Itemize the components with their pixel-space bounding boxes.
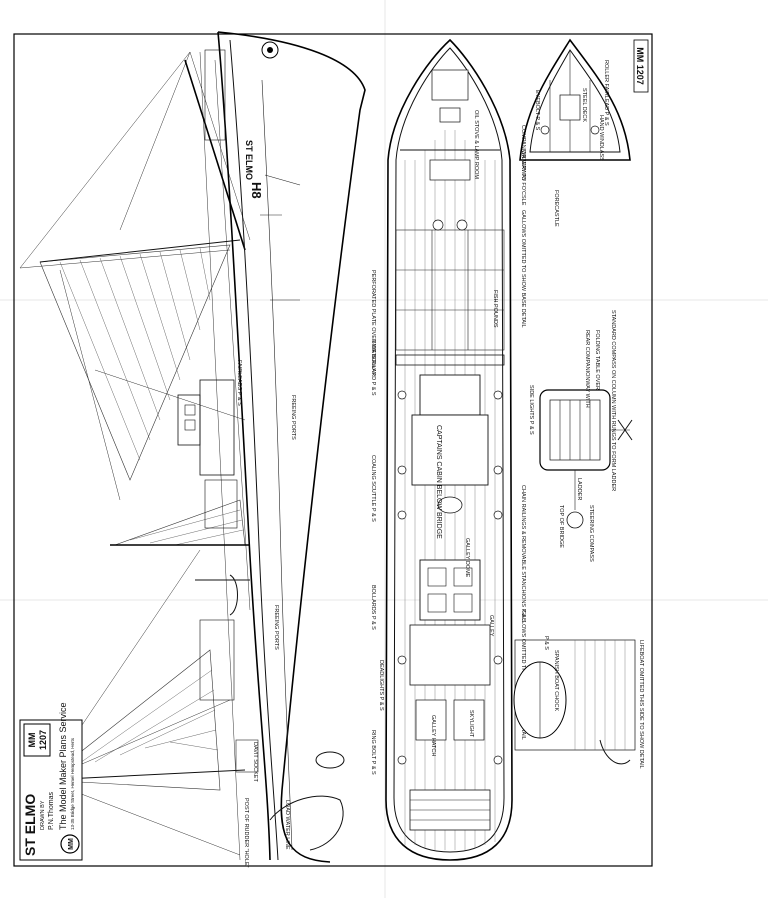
forecastle-detail: FORECASTLE ROLLER FAIRLEAD P & S STEEL D… [519, 38, 631, 227]
title-address: 13-35 Bridge Street, Hemel Hempstead, He… [70, 737, 75, 830]
label-lifeboat-ps: P & S [543, 636, 549, 650]
publisher-logo: MM [68, 838, 75, 850]
lifeboat-detail: P & S SPANISH BOAT CHOCK LIFEBOAT OMITTE… [513, 636, 644, 769]
label-side-lights: SIDE LIGHTS P & S [528, 385, 534, 435]
label-ladder: LADDER [576, 478, 582, 500]
title-block: MM ST ELMO DRAWN BY P.N.Thomas The Model… [19, 702, 83, 861]
title-publisher: The Model Maker Plans Service [58, 702, 68, 830]
plan-number-box: MM 1207 [633, 39, 649, 93]
bridge-top-detail: STANDARD COMPASS ON COLUMN WITH RUNGS TO… [528, 310, 633, 562]
label-side-bollard: SIDE BOLLARD P & S [370, 340, 376, 396]
label-folding-table: FOLDING TABLE OVER [594, 330, 600, 390]
label-steering-compass: STEERING COMPASS [588, 505, 594, 562]
label-deadlights: DEADLIGHTS P & S [378, 660, 384, 711]
mizzen-sail [44, 649, 221, 791]
label-oil-stove: OIL STOVE & LAMP ROOM [473, 110, 479, 179]
label-perforated-plate: PERFORATED PLATE OVER WATERWAY [370, 270, 376, 376]
label-eyebolt: EYEBOLT P & S [534, 90, 540, 131]
title-ship-name: ST ELMO [22, 794, 38, 856]
label-waterway: WATERWAY [520, 150, 526, 181]
title-drawn-by: P.N.Thomas [48, 792, 55, 830]
drawing-border [13, 33, 653, 867]
hull-profile [177, 31, 366, 863]
label-skylight: SKYLIGHT [468, 710, 474, 738]
label-gallows-top: GALLOWS OMITTED TO SHOW BASE DETAIL [520, 210, 526, 328]
label-forecastle: FORECASTLE [553, 190, 559, 227]
label-coaling-scuttle: COALING SCUTTLE P & S [370, 455, 376, 522]
title-badge-bottom: 1207 [38, 730, 48, 750]
bollards [397, 390, 503, 765]
label-fairleads: FAIRLEADS P & S [236, 360, 242, 406]
label-chain-railings: CHAIN RAILINGS & REMOVABLE STANCHIONS P … [520, 485, 526, 623]
label-load-water-line: LOAD WATER LINE [284, 800, 290, 850]
label-rear-companionway: REAR COMPANIONWAY WITH [584, 330, 590, 408]
hull-name: ST ELMO [244, 140, 254, 180]
label-companion-way: COMPANION WAY TO FO'CSLE [520, 125, 526, 206]
label-steel-deck: STEEL DECK [581, 88, 587, 122]
label-captains-cabin: CAPTAINS CABIN BELOW BRIDGE [435, 425, 442, 539]
masts [39, 59, 250, 781]
label-freeing-ports-lower: FREEING PORTS [273, 605, 279, 650]
label-roller-fairlead: ROLLER FAIRLEAD P & S [603, 60, 609, 126]
label-galley: GALLEY [488, 615, 494, 637]
label-bollards: BOLLARDS P & S [370, 585, 376, 630]
label-galley-dome: GALLEY DOME [464, 538, 470, 578]
hull-registration: H8 [249, 182, 264, 199]
title-badge-top: MM [27, 733, 37, 748]
label-fish-pounds: FISH POUNDS [492, 290, 498, 328]
plan-number: MM 1207 [635, 47, 645, 85]
label-ring-bolt: RING BOLT P & S [370, 730, 376, 775]
label-top-of-bridge: TOP OF BRIDGE [558, 505, 564, 548]
label-lifeboat-omitted: LIFEBOAT OMITTED THIS SIDE TO SHOW DETAI… [638, 640, 644, 769]
title-drawn-by-label: DRAWN BY [40, 800, 46, 830]
main-sail [114, 499, 246, 546]
label-spanish-boat: SPANISH BOAT CHOCK [553, 650, 559, 711]
deck-plan: COMPANION WAY TO FO'CSLE OIL STOVE & LAM… [370, 38, 526, 861]
label-standard-compass: STANDARD COMPASS ON COLUMN WITH RUNGS TO… [610, 310, 616, 491]
label-post-of-rudder: POST OF RUDDER "HOLE" [243, 798, 249, 868]
fore-sail [39, 244, 231, 481]
label-windlass: HAND WINDLASS [598, 115, 604, 161]
label-galley-hatch: GALLEY HATCH [430, 715, 436, 756]
label-freeing-ports-upper: FREEING PORTS [290, 395, 296, 440]
label-davit-socket: DAVIT SOCKET [252, 742, 258, 782]
fish-pounds [395, 229, 505, 351]
deck-planking [404, 130, 496, 850]
